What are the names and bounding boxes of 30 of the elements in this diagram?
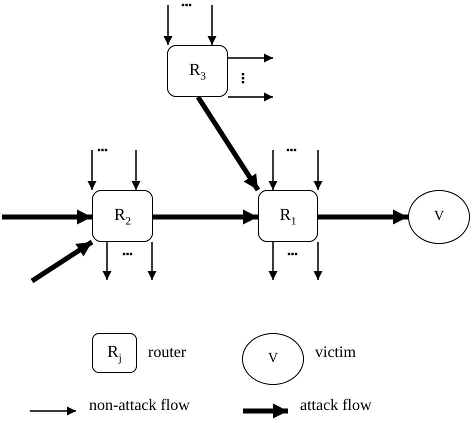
router-box: [258, 190, 318, 242]
attack-flow-arrow: [196, 96, 260, 192]
router-box: [167, 45, 228, 97]
flow-arrow: [132, 150, 140, 190]
flow-arrow: [268, 242, 278, 280]
router-box: [92, 190, 153, 242]
node-label: V: [434, 209, 444, 225]
legend-sample-label: V: [268, 351, 278, 367]
legend-label: router: [148, 345, 186, 361]
legend-sample-label: R$_{j}$: [107, 342, 122, 364]
node-label: R$_{1}$: [280, 204, 296, 228]
attack-flow-arrow: [153, 210, 258, 224]
flow-arrow: [228, 54, 273, 62]
flow-arrow: [164, 5, 172, 45]
flow-arrow: [228, 92, 273, 102]
legend-label: attack flow: [300, 398, 372, 414]
attack-flow-arrow: [318, 210, 408, 224]
attack-flow-arrow: [30, 240, 94, 284]
flow-arrow: [148, 242, 156, 280]
flow-arrow: [314, 242, 322, 280]
flow-arrow: [208, 5, 216, 45]
flow-arrow: [314, 150, 322, 190]
flow-arrow: [88, 150, 96, 190]
legend-label: non-attack flow: [89, 398, 190, 414]
node-label: R$_{2}$: [114, 204, 131, 228]
attack-flow-arrow: [2, 210, 92, 224]
legend-label: victim: [315, 345, 356, 361]
node-label: R$_{3}$: [189, 60, 206, 82]
flow-arrow: [268, 150, 278, 190]
flow-arrow: [102, 242, 112, 280]
